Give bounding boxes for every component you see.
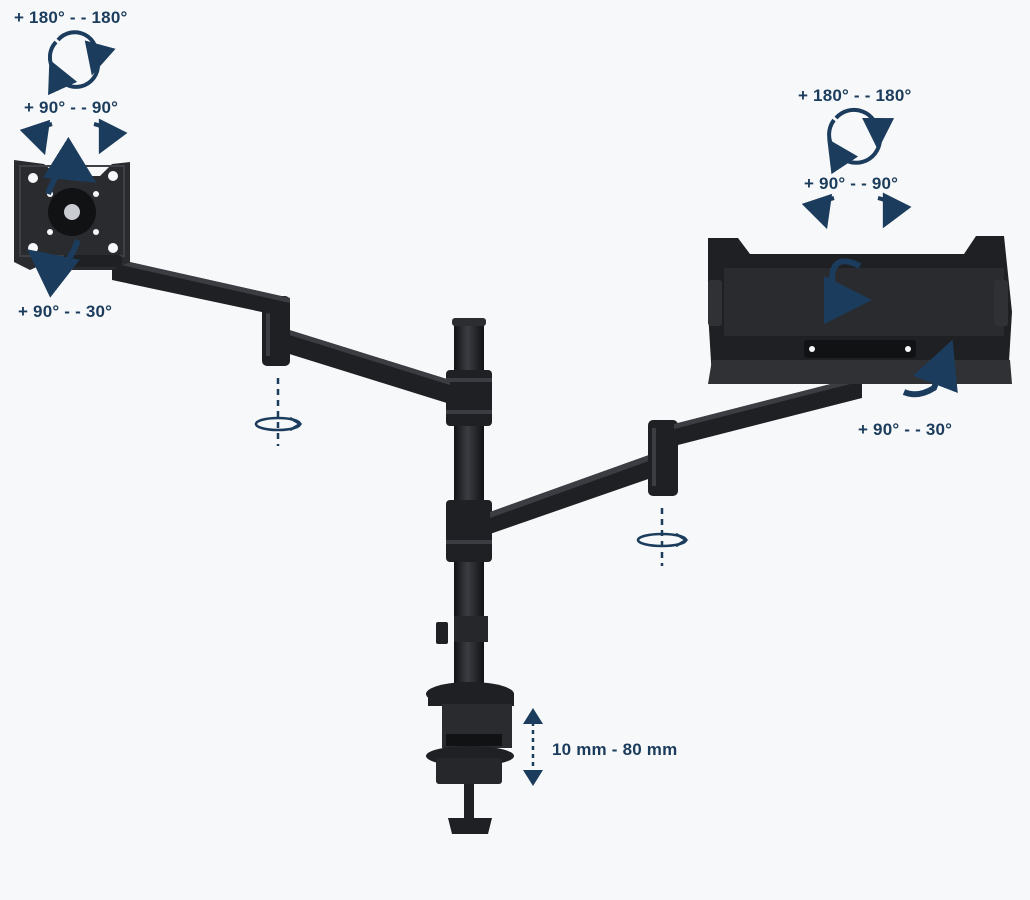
rotate-circle-icon [47,30,116,96]
desk-clamp [426,682,514,834]
left-tilt-label: + 90° - - 30° [18,302,113,321]
tilt-arrow-icon [27,238,81,298]
laptop-tray [708,236,1012,384]
pivot-axis-icon [254,378,303,446]
right-tilt-label: + 90° - - 30° [858,420,953,439]
swivel-arrow-icon [19,118,128,156]
tilt-arrow-icon [42,136,97,196]
left-swivel-label: + 90° - - 90° [24,98,119,117]
pole [436,318,492,702]
left-rotation-label: + 180° - - 180° [14,8,128,27]
double-arrow-icon [523,708,543,786]
tilt-arrow-icon [902,339,958,398]
rotate-arrow-icon [823,258,872,324]
pivot-axis-icon [636,508,689,566]
left-arm [112,258,450,404]
right-swivel-label: + 90° - - 90° [804,174,899,193]
right-rotation-label: + 180° - - 180° [798,86,912,105]
clamp-range-label: 10 mm - 80 mm [552,740,678,759]
swivel-arrow-icon [801,192,912,230]
rotate-circle-icon [827,107,895,175]
